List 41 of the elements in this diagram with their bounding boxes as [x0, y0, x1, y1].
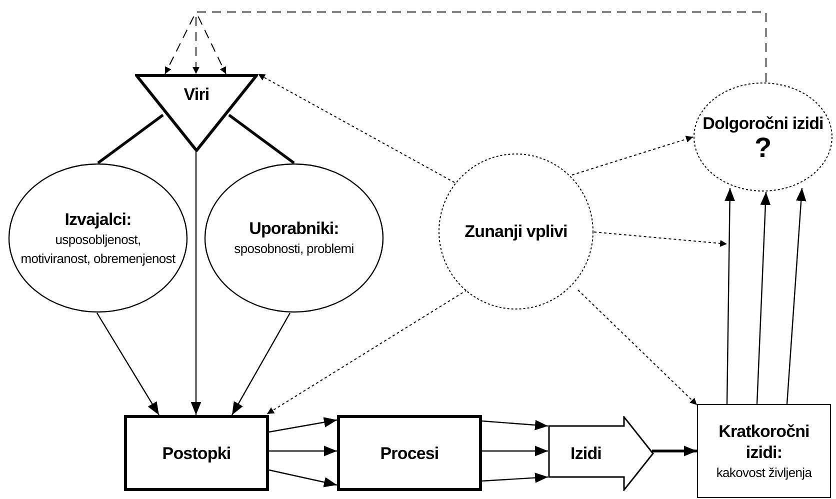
arrow	[652, 446, 697, 456]
arrow	[96, 312, 160, 416]
arrow	[268, 417, 338, 433]
node-title: Izvajalci:	[64, 208, 132, 230]
arrow	[190, 152, 202, 415]
arrow	[724, 188, 736, 404]
process-box	[124, 415, 269, 491]
dashed-arrow	[572, 136, 694, 176]
dashed-arrow	[594, 232, 728, 247]
arrow	[482, 446, 548, 456]
node-title: Procesi	[379, 442, 440, 464]
node-title: Dolgoročni izidi	[702, 112, 824, 134]
dashed-arrow	[266, 290, 468, 414]
ellipse-node	[204, 163, 384, 313]
connector-line	[97, 114, 164, 164]
node-title: Kratkoročni izidi:	[718, 420, 810, 462]
node-title: Zunanji vplivi	[464, 221, 568, 242]
node-title: Postopki	[161, 442, 232, 464]
arrow	[482, 420, 548, 430]
ellipse-node	[8, 163, 188, 313]
arrow	[482, 472, 548, 483]
arrow	[269, 446, 337, 456]
triangle-node	[135, 74, 258, 152]
dotted-ellipse-node	[693, 82, 833, 192]
process-box	[337, 415, 482, 491]
node-title: Viri	[182, 84, 210, 105]
question-mark: ?	[754, 134, 772, 162]
node-description: kakovost življenja	[715, 464, 813, 482]
arrow	[268, 469, 338, 488]
outcome-box	[697, 404, 831, 498]
arrow	[786, 188, 806, 404]
node-title: Uporabniki:	[248, 218, 340, 239]
node-title: Izidi	[570, 443, 602, 464]
connector-line	[228, 114, 295, 164]
dotted-circle-node	[438, 153, 594, 310]
arrow	[756, 192, 771, 404]
node-description: usposobljenost, motiviranost, obremenjenost	[20, 230, 176, 268]
block-arrow-node	[548, 416, 654, 491]
node-description: sposobnosti, problemi	[233, 240, 355, 258]
dashed-arrow	[578, 290, 698, 406]
arrow	[231, 312, 291, 416]
